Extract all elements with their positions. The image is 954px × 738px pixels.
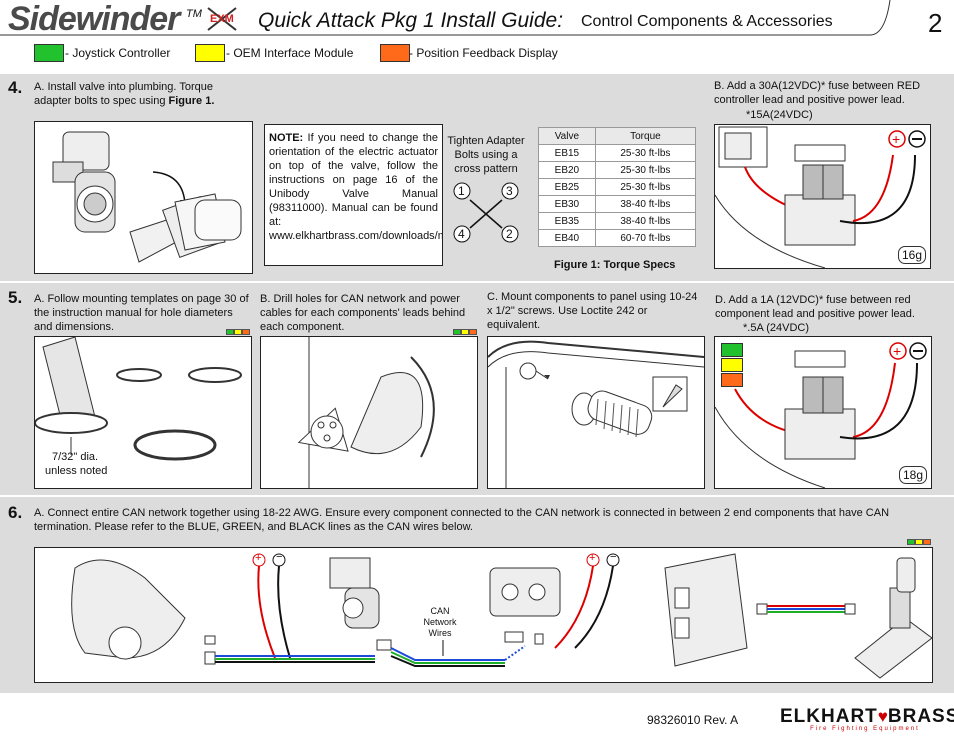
brand-logo: Sidewinder	[8, 0, 180, 38]
elkhart-brass-logo: ELKHART♥BRASS Fire Fighting Equipment	[780, 706, 954, 732]
page-subtitle: Control Components & Accessories	[581, 13, 833, 30]
step-5d-note: *.5A (24VDC)	[743, 322, 810, 334]
step-5d-instruction: D. Add a 1A (12VDC)* fuse between red co…	[715, 294, 915, 320]
brand-tm: TM	[186, 8, 202, 20]
header: Sidewinder TM EXM Quick Attack Pkg 1 Ins…	[0, 0, 954, 40]
legend-label-feedback: - Position Feedback Display	[409, 46, 558, 60]
hole-diameter-label: 7/32" dia.	[52, 451, 99, 463]
legend-label-oem: - OEM Interface Module	[226, 46, 354, 60]
legend-swatch-feedback	[380, 44, 410, 62]
unless-noted-label: unless noted	[45, 465, 108, 477]
note-box: NOTE: If you need to change the orientat…	[264, 124, 443, 266]
step-5a-instruction: A. Follow mounting templates on page 30 …	[34, 293, 249, 333]
svg-text:+: +	[893, 343, 901, 359]
valve-install-illustration	[34, 121, 253, 274]
legend-swatch-joystick	[34, 44, 64, 62]
step-6-panel: 6. A. Connect entire CAN network togethe…	[0, 497, 954, 693]
step-6-instruction: A. Connect entire CAN network together u…	[34, 507, 890, 533]
cross-arrows-icon	[453, 182, 519, 243]
status-light-yellow	[915, 539, 923, 545]
heart-icon: ♥	[877, 707, 888, 726]
can-network-label: CAN Network Wires	[423, 606, 457, 638]
template-drawing	[35, 337, 242, 461]
cross-pattern-diagram: 1 3 4 2	[452, 182, 520, 246]
mounting-template-illustration: 7/32" dia. unless noted	[34, 336, 252, 489]
indicator-green	[721, 343, 743, 357]
mount-screws-illustration	[487, 336, 705, 489]
status-light-orange	[242, 329, 250, 335]
plus-icon: +	[589, 552, 596, 564]
column-header: Valve	[538, 127, 596, 145]
fuse-controller-illustration: + 16g	[714, 124, 931, 269]
fuse-gauge-tag: 18g	[898, 466, 927, 484]
fuse-component-illustration: + 18g	[714, 336, 932, 489]
document-number: 98326010 Rev. A	[647, 713, 739, 727]
exm-cross-icon	[207, 7, 237, 31]
drill-drawing	[297, 337, 435, 488]
bolt-1: 1	[458, 184, 465, 198]
logo-tagline: Fire Fighting Equipment	[810, 726, 920, 732]
page-number: 2	[928, 8, 943, 38]
page-title: Quick Attack Pkg 1 Install Guide:	[258, 9, 564, 32]
svg-text:+: +	[892, 131, 900, 147]
status-light-orange	[469, 329, 477, 335]
step-4-panel: 4. A. Install valve into plumbing. Torqu…	[0, 74, 954, 281]
step-5-number: 5.	[8, 288, 23, 307]
step-5b-instruction: B. Drill holes for CAN network and power…	[260, 293, 466, 333]
status-light-orange	[923, 539, 931, 545]
fuse-gauge-tag: 16g	[897, 246, 926, 264]
exm-logo: EXM	[206, 6, 238, 32]
bolt-4: 4	[458, 227, 465, 241]
header-frame	[0, 0, 891, 36]
table-header-row: Valve Torque	[538, 127, 697, 145]
step-6-number: 6.	[8, 503, 23, 522]
can-wiring-drawing	[71, 553, 932, 679]
figure-caption: Figure 1: Torque Specs	[554, 259, 676, 271]
status-light-yellow	[234, 329, 242, 335]
status-light-green	[453, 329, 461, 335]
step-5-panel: 5. A. Follow mounting templates on page …	[0, 283, 954, 495]
can-network-illustration: CAN Network Wires + − + −	[34, 547, 933, 683]
fuse-drawing-2: +	[715, 342, 927, 488]
status-light-green	[907, 539, 915, 545]
indicator-yellow	[721, 358, 743, 372]
legend-swatch-oem	[195, 44, 225, 62]
minus-icon: −	[610, 551, 617, 563]
status-light-yellow	[461, 329, 469, 335]
indicator-orange	[721, 373, 743, 387]
step-4b-note: *15A(24VDC)	[746, 109, 813, 121]
step-4-number: 4.	[8, 78, 23, 97]
bolt-2: 2	[506, 227, 513, 241]
minus-icon: −	[276, 551, 283, 563]
bolt-3: 3	[506, 184, 513, 198]
step-4a-instruction: A. Install valve into plumbing. Torque a…	[34, 81, 215, 107]
status-light-green	[226, 329, 234, 335]
plus-icon: +	[255, 552, 262, 564]
column-header: Torque	[594, 127, 697, 145]
drill-holes-illustration	[260, 336, 478, 489]
valve-drawing	[52, 131, 242, 263]
step-5c-instruction: C. Mount components to panel using 10-24…	[487, 291, 698, 331]
tighten-instruction: Tighten Adapter Bolts using a cross patt…	[447, 135, 525, 175]
legend-label-joystick: - Joystick Controller	[65, 46, 171, 60]
fuse-drawing: +	[715, 126, 926, 268]
mount-drawing	[488, 340, 704, 488]
legend: - Joystick Controller - OEM Interface Mo…	[0, 42, 954, 62]
step-4b-instruction: B. Add a 30A(12VDC)* fuse between RED co…	[714, 80, 921, 106]
note-text: NOTE: If you need to change the orientat…	[269, 132, 442, 242]
